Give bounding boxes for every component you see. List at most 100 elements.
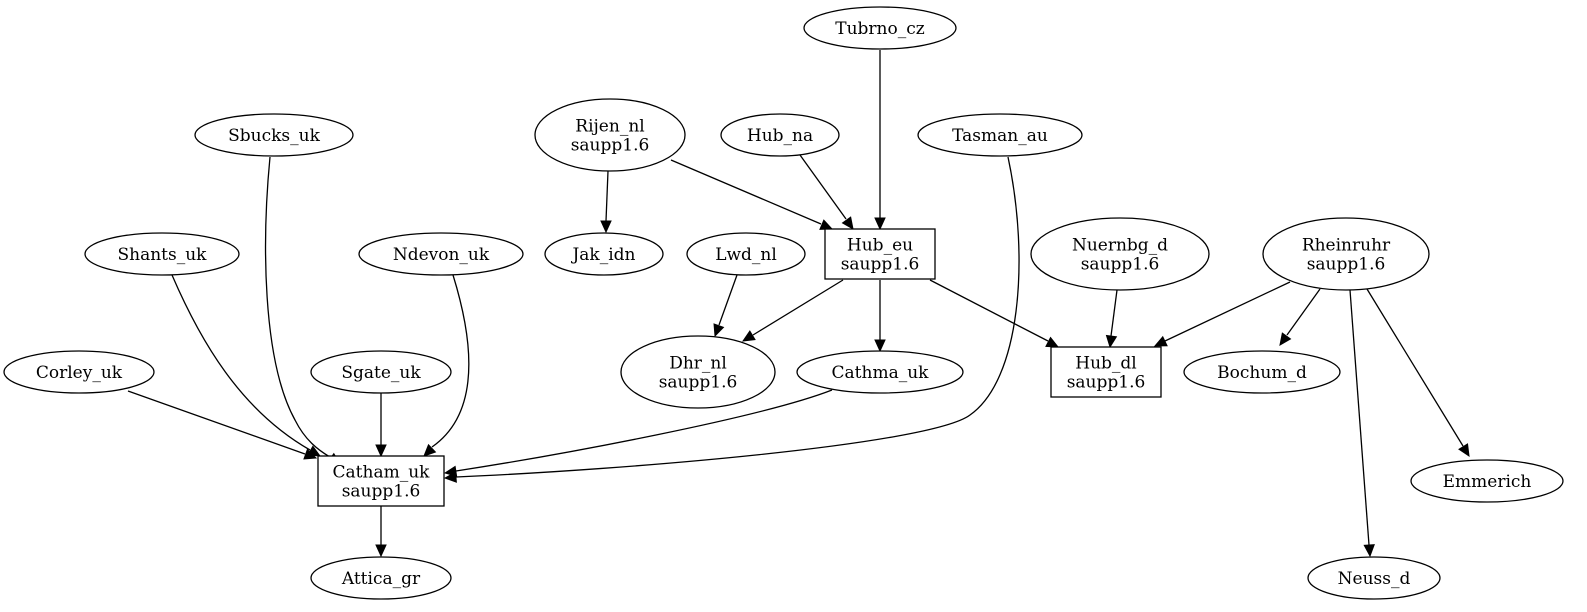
node-ellipse [1183,350,1341,394]
node-ellipse [720,113,840,157]
edge-line [799,154,847,220]
edge-rheinruhr-to-neuss-d [1349,289,1375,558]
arrowhead-icon [375,544,387,558]
node-label: Hub_dl [1075,354,1136,374]
node-corley-uk: Corley_uk [3,350,155,394]
node-label: Catham_uk [333,463,431,483]
node-sublabel: saupp1.6 [1067,373,1146,393]
node-ellipse [803,6,957,50]
node-label: Jak_idn [570,245,635,265]
node-sublabel: saupp1.6 [1307,255,1386,275]
node-ellipse [3,350,155,394]
node-label: Emmerich [1443,472,1532,492]
arrowhead-icon [841,216,854,230]
node-ellipse [620,335,776,409]
node-label: Tubrno_cz [835,19,925,39]
edge-line [431,274,470,448]
node-label: Shants_uk [118,245,208,265]
node-emmerich: Emmerich [1410,459,1564,503]
node-sublabel: saupp1.6 [342,482,421,502]
node-sgate-uk: Sgate_uk [310,350,452,394]
edge-line [1164,281,1291,342]
edge-hub-eu-to-hub-dl [929,279,1060,348]
edge-line [605,170,609,222]
node-label: Hub_eu [847,236,913,256]
arrowhead-icon [1153,335,1168,347]
arrowhead-icon [874,339,886,353]
edge-tasman-au-to-catham-uk [443,156,1020,483]
edge-rijen-nl-to-hub-eu [670,159,834,230]
node-label: Corley_uk [36,363,123,383]
node-shants-uk: Shants_uk [84,232,240,276]
edge-lwd-nl-to-dhr-nl [713,274,738,338]
node-label: Dhr_nl [669,354,727,374]
node-label: Sgate_uk [341,363,421,383]
node-label: Ndevon_uk [393,245,490,265]
arrowhead-icon [741,330,756,342]
edge-line [127,390,306,455]
arrowhead-icon [874,217,886,231]
node-ellipse [1410,459,1564,503]
node-label: Neuss_d [1338,569,1411,589]
edge-rheinruhr-to-hub-dl [1153,281,1291,347]
edge-hub-eu-to-dhr-nl [741,279,844,342]
arrowhead-icon [423,443,437,457]
arrowhead-icon [1458,443,1470,458]
node-jak-idn: Jak_idn [544,232,664,276]
node-box [824,228,936,280]
arrowhead-icon [600,220,612,234]
edge-line [171,274,311,451]
arrowhead-icon [375,444,387,458]
arrowhead-icon [1045,336,1060,348]
edge-line [752,279,844,336]
edge-tubrno-cz-to-hub-eu [874,50,886,231]
node-label: Tasman_au [952,126,1048,146]
node-label: Sbucks_uk [228,126,320,146]
edge-line [455,156,1020,478]
edge-line [1286,288,1321,336]
edge-line [1349,289,1370,546]
node-lwd-nl: Lwd_nl [686,232,806,276]
node-box [317,455,445,507]
node-label: Rijen_nl [575,117,644,137]
edge-corley-uk-to-catham-uk [127,390,318,460]
edge-line [1110,289,1118,337]
node-sublabel: saupp1.6 [1081,255,1160,275]
node-ellipse [686,232,806,276]
edge-line [264,156,331,458]
node-label: Bochum_d [1217,363,1307,383]
edge-cathma-uk-to-catham-uk [443,389,833,477]
edge-rijen-nl-to-jak-idn [600,170,612,234]
node-label: Lwd_nl [715,245,777,265]
edge-line [455,389,833,472]
node-box [1050,346,1162,398]
edge-ndevon-uk-to-catham-uk [423,274,470,457]
node-tasman-au: Tasman_au [917,113,1083,157]
edge-line [929,279,1049,342]
node-ellipse [194,113,354,157]
arrowhead-icon [1105,334,1118,349]
node-sublabel: saupp1.6 [841,255,920,275]
node-label: Cathma_uk [832,363,930,383]
node-cathma-uk: Cathma_uk [796,350,964,394]
arrowhead-icon [443,465,458,477]
edge-rheinruhr-to-bochum-d [1279,288,1321,346]
edge-sgate-uk-to-catham-uk [375,393,387,458]
node-ellipse [544,232,664,276]
arrowhead-icon [713,323,725,338]
edge-rheinruhr-to-emmerich [1366,288,1470,458]
node-ellipse [358,232,524,276]
node-ellipse [1030,217,1210,291]
node-sublabel: saupp1.6 [659,373,738,393]
node-ellipse [796,350,964,394]
edge-line [718,274,738,326]
node-neuss-d: Neuss_d [1307,556,1441,600]
node-ellipse [84,232,240,276]
